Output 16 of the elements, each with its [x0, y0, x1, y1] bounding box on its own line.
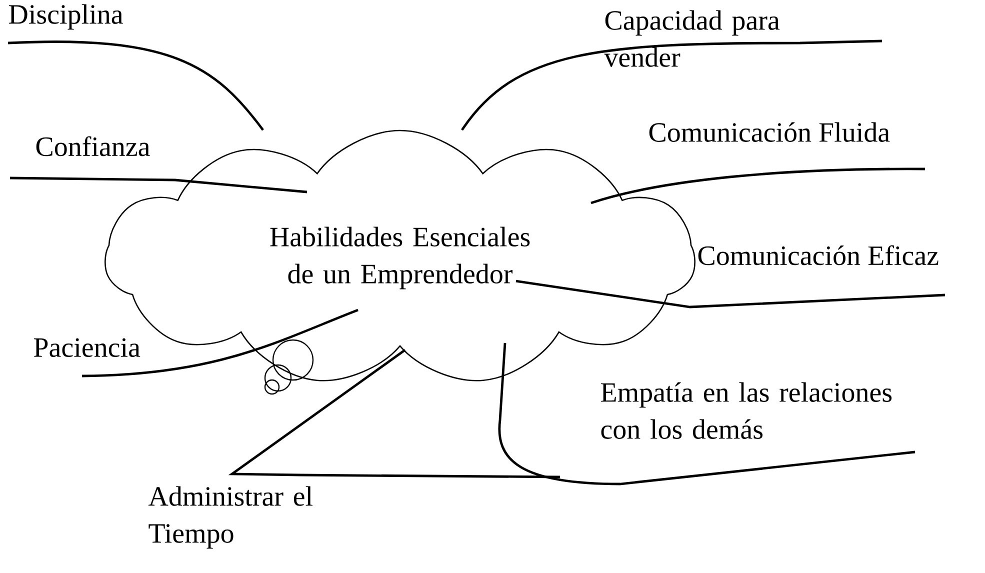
branch-label: Paciencia: [34, 338, 140, 357]
branch-label: Disciplina: [9, 4, 123, 30]
connector-line: [498, 342, 916, 486]
branch-label: Confianza: [36, 136, 150, 156]
branch-label: Capacidad para vender: [604, 10, 780, 67]
connector-line: [516, 280, 946, 308]
connector-line: [10, 176, 308, 194]
branch-label: Comunicación Fluida: [649, 122, 890, 142]
branch-label: Comunicación Eficaz: [698, 245, 938, 266]
connector-line: [228, 349, 562, 478]
connector-line: [82, 308, 358, 378]
connector-line: [461, 40, 884, 131]
connector-line: [590, 168, 926, 204]
branch-label: Administrar el Tiempo: [148, 486, 312, 549]
branch-label: Empatía en las relaciones con los demás: [601, 382, 892, 439]
connector-line: [8, 40, 264, 131]
